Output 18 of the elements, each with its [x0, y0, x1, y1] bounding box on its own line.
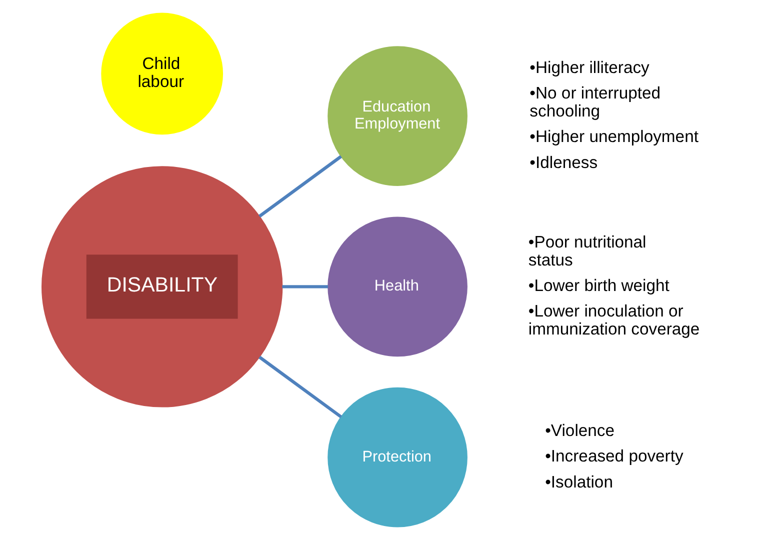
connector — [282, 285, 328, 288]
node-circle: Child labour — [101, 12, 224, 135]
node-label: •Violence — [545, 421, 615, 440]
node-label: •No or interrupted schooling — [530, 84, 661, 121]
node-label: •Poor nutritional status — [528, 232, 646, 270]
node-label: •Lower birth weight — [528, 276, 670, 296]
node-circle: Protection — [328, 387, 468, 528]
connector — [258, 356, 342, 418]
node-circle: DISABILITY — [41, 166, 283, 408]
connector — [258, 155, 342, 218]
node-label: •Lower inoculation or immunization coverage — [528, 302, 700, 339]
node-label: •Increased poverty — [545, 446, 684, 466]
node-label: •Idleness — [530, 152, 598, 172]
node-label: •Higher unemployment — [530, 127, 698, 146]
node-circle: Health — [328, 216, 468, 357]
node-circle: Education Employment — [328, 46, 468, 186]
node-label: •Higher illiteracy — [530, 58, 650, 77]
node-label: •Isolation — [545, 472, 613, 492]
